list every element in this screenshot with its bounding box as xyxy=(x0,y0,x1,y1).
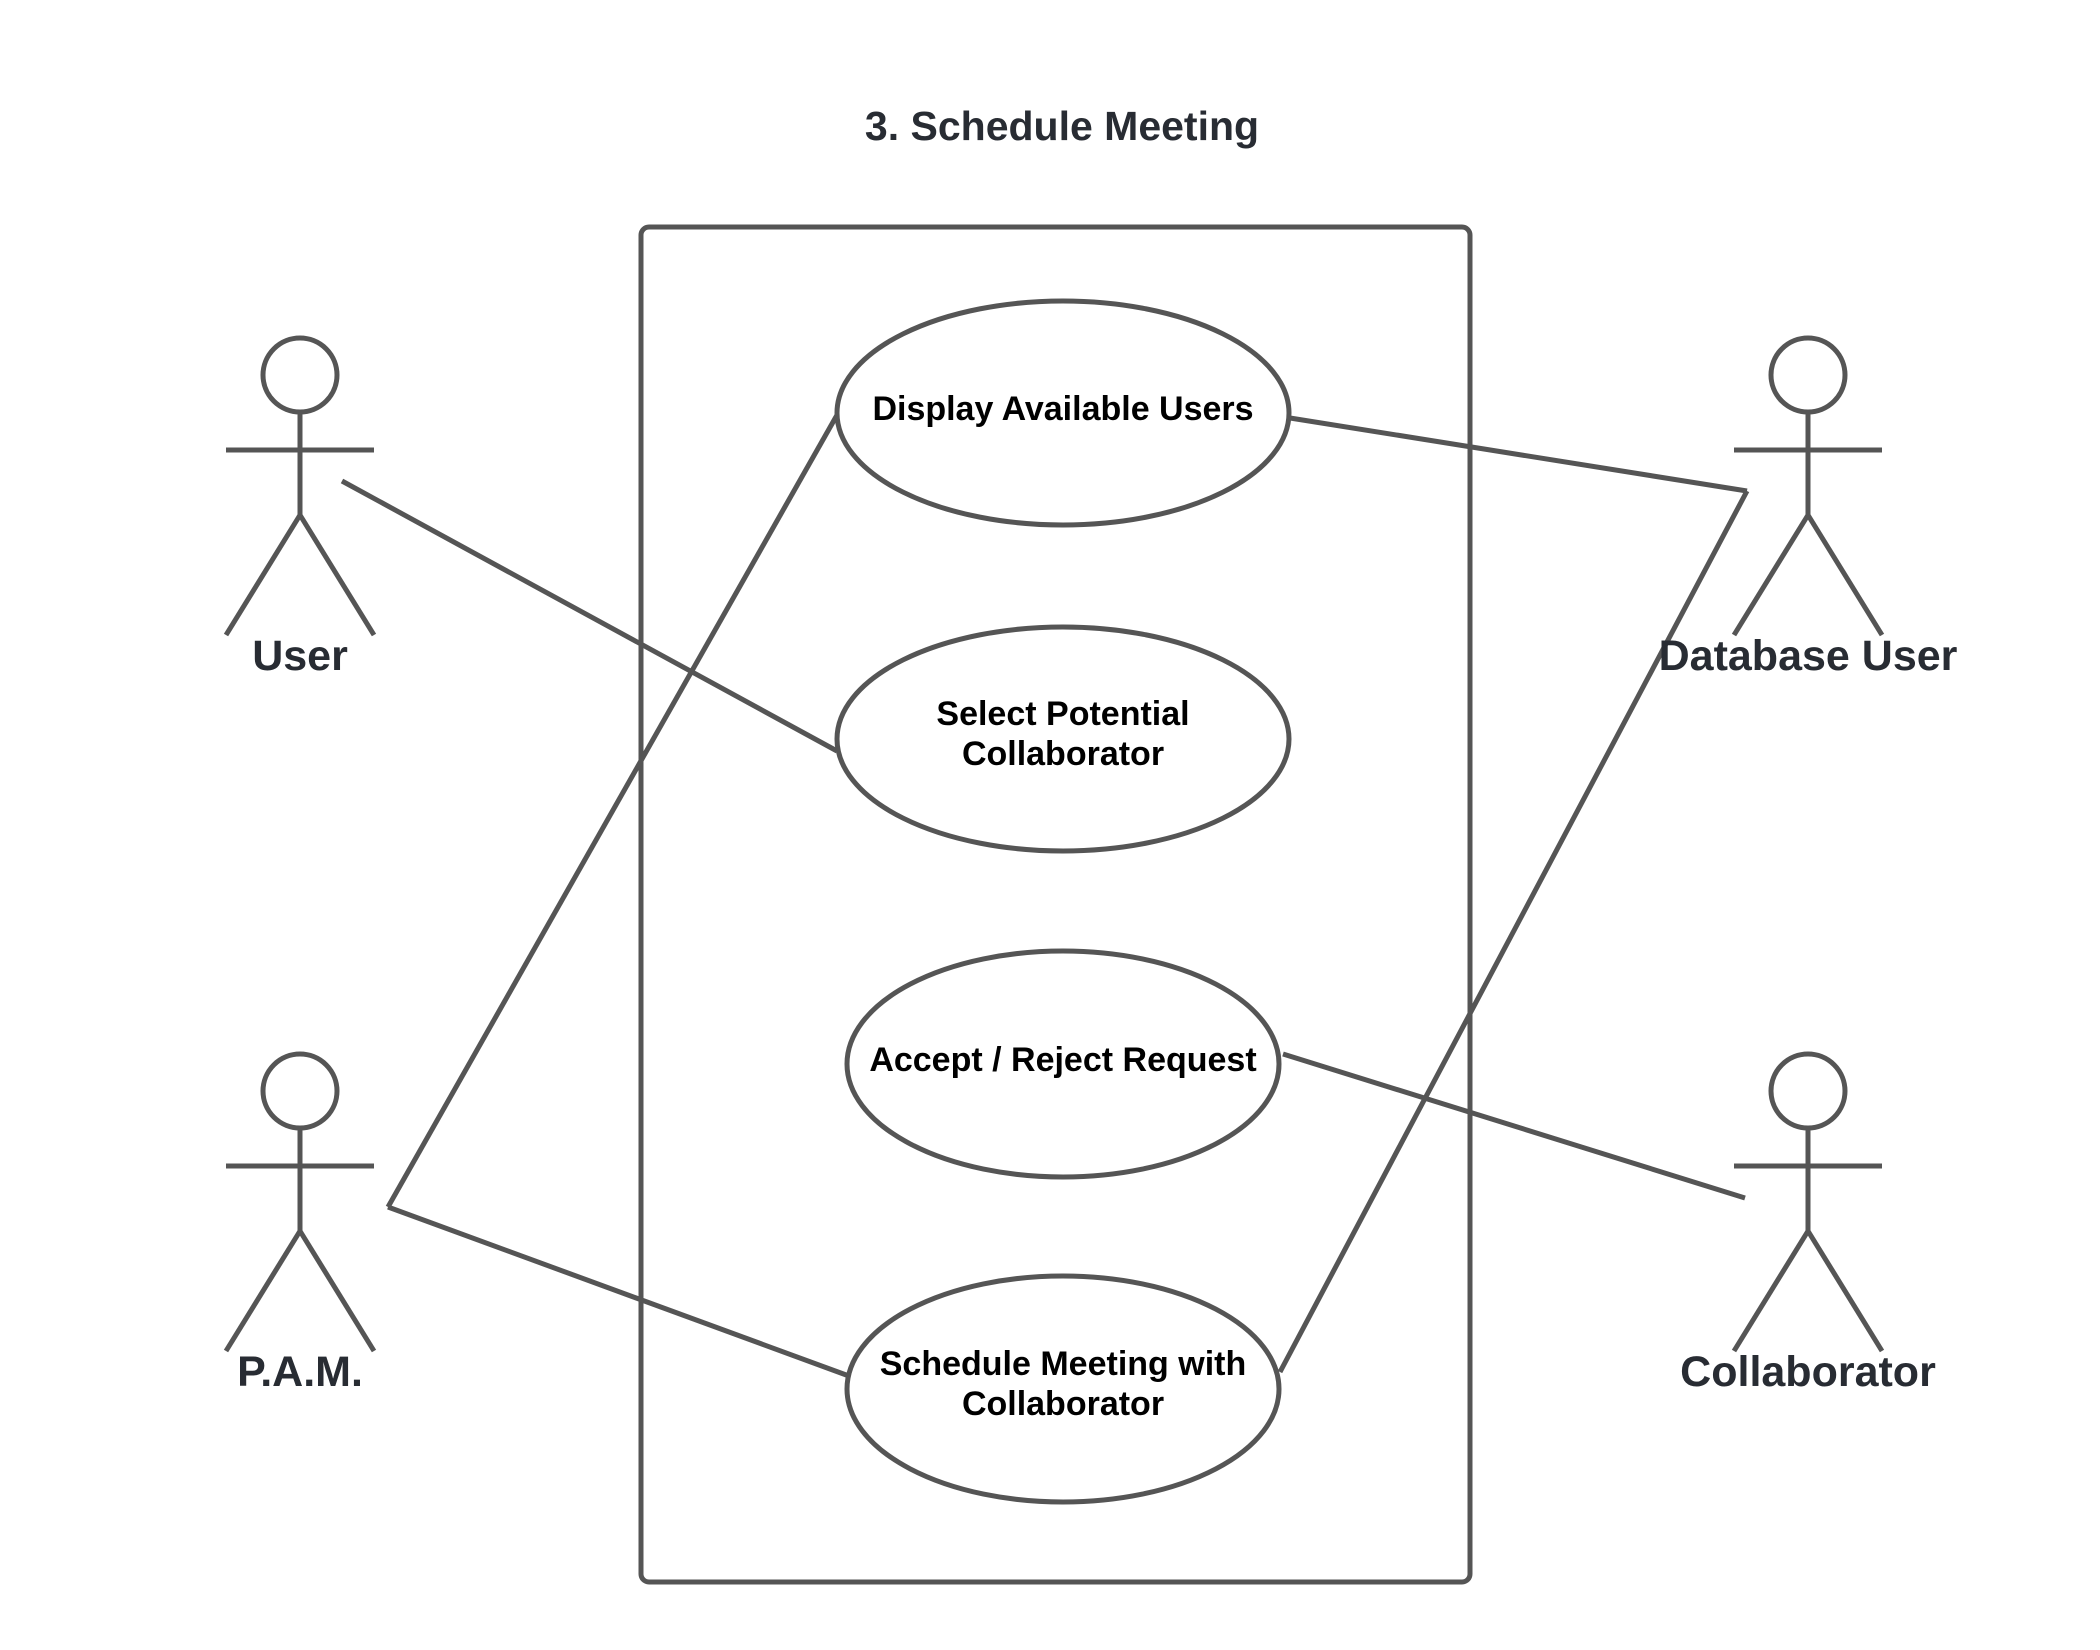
use-case-label: Accept / Reject Request xyxy=(869,1041,1256,1079)
use-case-label-line-2: Collaborator xyxy=(962,735,1164,773)
use-case-label-line-1: Schedule Meeting with xyxy=(880,1345,1246,1383)
actor-label: User xyxy=(252,632,348,680)
association-pam-schedule-meeting xyxy=(387,1204,850,1379)
actor-database-user: Database User xyxy=(1659,335,1958,680)
use-case-select-potential-collaborator: Select Potential Collaborator xyxy=(834,624,1292,854)
association-database-user-display-available-users xyxy=(1289,415,1748,494)
system-boundary xyxy=(638,224,1473,1585)
use-case-ellipse xyxy=(844,948,1282,1180)
use-case-label: Display Available Users xyxy=(872,390,1253,428)
association-pam-display-available-users xyxy=(385,413,840,1209)
actor-label: Collaborator xyxy=(1680,1348,1936,1396)
actor-collaborator: Collaborator xyxy=(1680,1051,1936,1396)
actor-user: User xyxy=(223,335,377,680)
use-case-accept-reject-request: Accept / Reject Request xyxy=(844,948,1282,1180)
stick-figure-icon xyxy=(223,335,377,637)
stick-figure-icon xyxy=(1731,1051,1885,1353)
actor-label: Database User xyxy=(1659,632,1958,680)
association-database-user-schedule-meeting xyxy=(1277,489,1750,1374)
actor-label: P.A.M. xyxy=(237,1348,363,1396)
use-case-ellipse xyxy=(834,624,1292,854)
stick-figure-icon xyxy=(1731,335,1885,637)
use-case-schedule-meeting-with-collaborator: Schedule Meeting with Collaborator xyxy=(844,1273,1282,1505)
diagram-title: 3. Schedule Meeting xyxy=(865,103,1259,149)
use-case-display-available-users: Display Available Users xyxy=(834,298,1292,528)
association-collaborator-accept-reject-request xyxy=(1282,1051,1746,1201)
associations xyxy=(340,413,1750,1379)
use-case-ellipse xyxy=(834,298,1292,528)
association-user-select-potential-collaborator xyxy=(340,478,839,754)
use-case-ellipse xyxy=(844,1273,1282,1505)
use-case-label-line-1: Select Potential xyxy=(936,695,1189,733)
use-case-label-line-2: Collaborator xyxy=(962,1385,1164,1423)
actor-pam: P.A.M. xyxy=(223,1051,377,1396)
stick-figure-icon xyxy=(223,1051,377,1353)
